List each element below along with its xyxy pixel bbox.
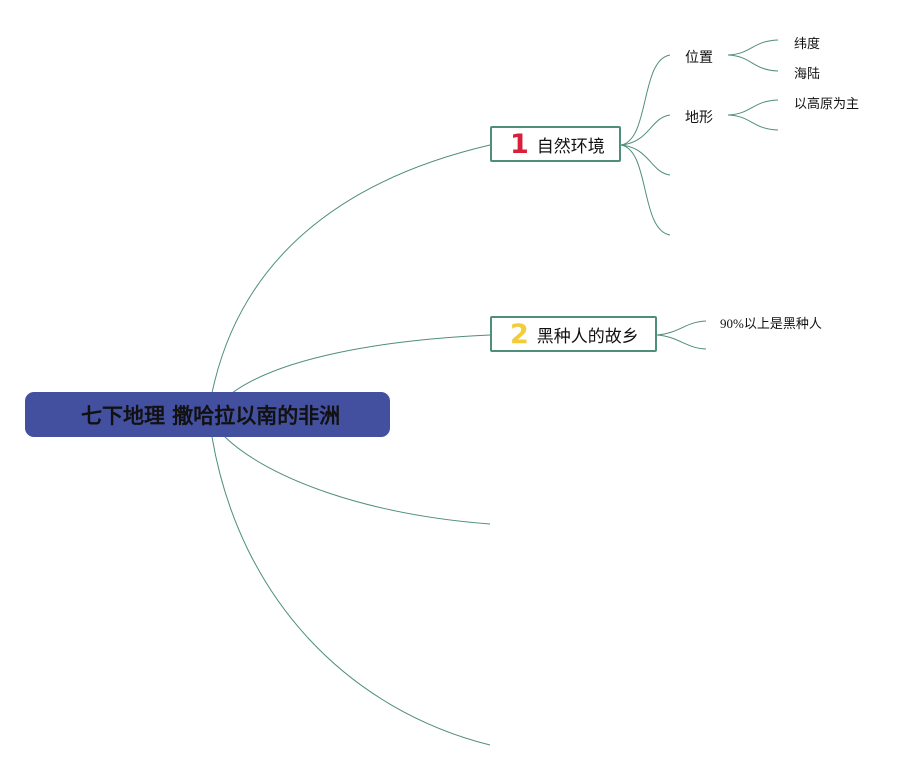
topic-label: 自然环境 (536, 136, 605, 157)
leaf-black-people-percentage[interactable]: 90%以上是黑种人 (720, 316, 822, 331)
connector-position-to-land-sea (727, 54, 779, 72)
connector-terrain-to-plateau (727, 99, 779, 116)
connector-topic-2-to-black-people (656, 320, 707, 336)
topic-number-badge: 1 (510, 128, 529, 160)
connector-root-to-topic-4 (211, 436, 491, 746)
connector-topic-1-to-sub-3 (620, 144, 671, 176)
subtopic-position[interactable]: 位置 (685, 50, 713, 66)
connector-root-to-topic-3 (224, 436, 491, 525)
leaf-land-sea[interactable]: 海陆 (794, 67, 821, 82)
topic-number-badge: 2 (510, 318, 529, 350)
connector-terrain-to-leaf-2 (727, 114, 779, 131)
connector-topic-1-to-sub-4 (620, 144, 671, 236)
connector-topic-1-to-terrain (620, 114, 671, 146)
connector-root-to-topic-2 (231, 334, 491, 394)
topic-label: 黑种人的故乡 (536, 326, 639, 347)
topic-node-natural-environment[interactable]: 1 自然环境 (490, 126, 621, 162)
leaf-latitude[interactable]: 纬度 (794, 37, 821, 52)
subtopic-terrain[interactable]: 地形 (685, 110, 713, 126)
leaf-mainly-plateau[interactable]: 以高原为主 (794, 97, 860, 112)
root-node[interactable]: 七下地理 撒哈拉以南的非洲 (25, 392, 390, 437)
topic-node-black-people-homeland[interactable]: 2 黑种人的故乡 (490, 316, 657, 352)
root-title: 七下地理 撒哈拉以南的非洲 (81, 403, 341, 428)
connector-position-to-latitude (727, 39, 779, 56)
connector-topic-2-to-leaf-2 (656, 334, 707, 350)
connector-topic-1-to-position (620, 54, 671, 146)
connector-root-to-topic-1 (211, 144, 491, 394)
